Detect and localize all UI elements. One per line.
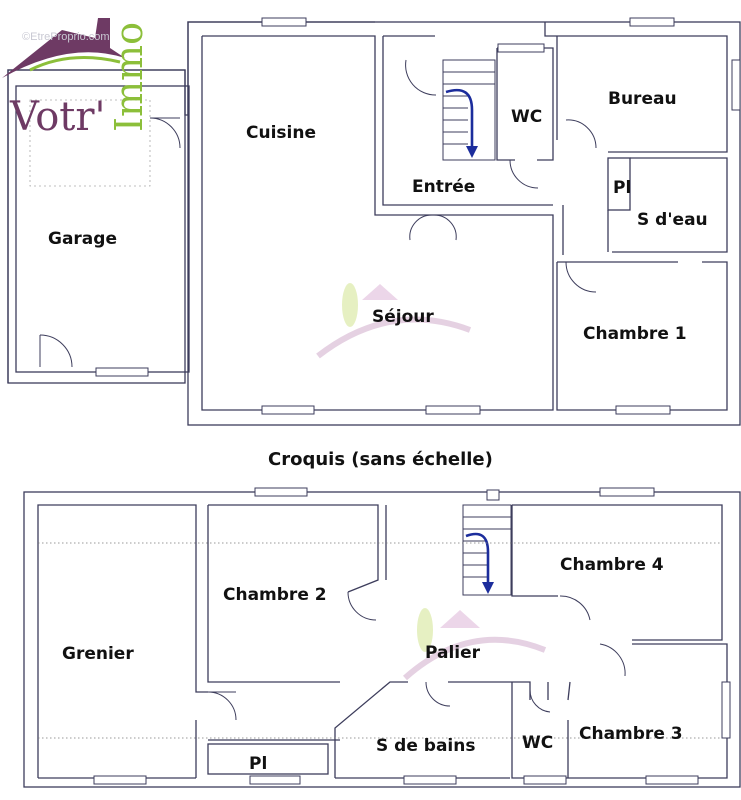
room-label-entree: Entrée <box>412 177 475 197</box>
room-label-salle-bains: S de bains <box>376 736 475 756</box>
room-label-cuisine: Cuisine <box>246 123 316 143</box>
room-label-placard: Pl <box>613 178 631 198</box>
room-label-salle-eau: S d'eau <box>637 210 708 230</box>
plan-caption: Croquis (sans échelle) <box>268 449 493 470</box>
votr-immo-logo: Votr' Immo ©EtreProprio.com <box>2 18 151 140</box>
room-label-chambre2: Chambre 2 <box>223 585 327 605</box>
room-label-wc: WC <box>511 107 542 127</box>
logo-part1: Votr' <box>9 94 106 140</box>
upper-floor-plan <box>23 487 741 788</box>
room-label-grenier: Grenier <box>62 644 134 664</box>
room-label-chambre4: Chambre 4 <box>560 555 664 575</box>
room-label-chambre3: Chambre 3 <box>579 724 683 744</box>
palier-watermark <box>403 608 547 681</box>
room-label-chambre1: Chambre 1 <box>583 324 687 344</box>
center-watermark <box>316 283 472 359</box>
stair-arrow-upper <box>465 532 490 586</box>
ground-floor-plan <box>7 17 741 426</box>
room-label-garage: Garage <box>48 229 117 249</box>
room-label-placard-upper: Pl <box>249 754 267 774</box>
logo-part2: Immo <box>107 22 151 132</box>
room-label-sejour: Séjour <box>372 307 434 327</box>
house-roof-icon <box>2 18 125 78</box>
stair-arrow <box>445 88 474 150</box>
room-label-bureau: Bureau <box>608 89 677 109</box>
room-label-wc-upper: WC <box>522 733 553 753</box>
watermark-text: ©EtreProprio.com <box>22 31 110 43</box>
room-label-palier: Palier <box>425 643 481 663</box>
